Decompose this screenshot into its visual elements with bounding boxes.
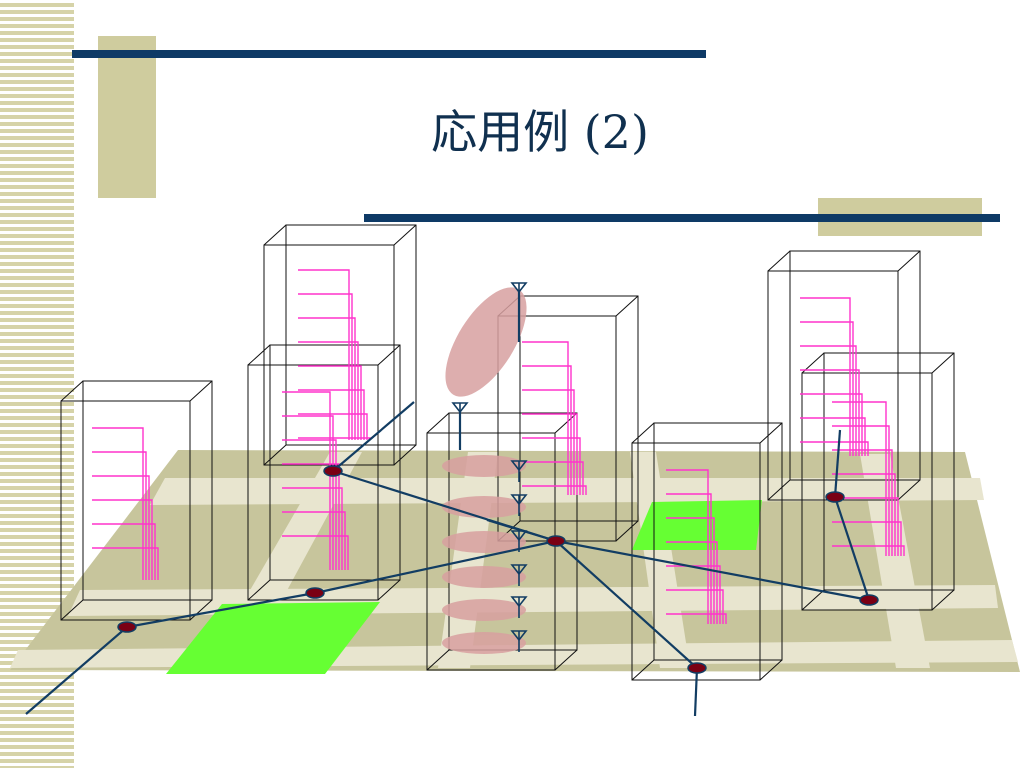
network-node xyxy=(305,587,325,599)
network-link xyxy=(332,401,415,472)
wiring-comb xyxy=(800,297,869,456)
building xyxy=(263,224,417,466)
antenna-icon xyxy=(451,402,469,424)
wiring-comb xyxy=(298,269,371,440)
network-link xyxy=(833,429,842,498)
antenna-icon xyxy=(510,630,528,652)
network-link xyxy=(555,540,698,669)
building xyxy=(801,352,955,611)
antenna-icon xyxy=(510,564,528,586)
park-area xyxy=(166,602,380,674)
coverage-ellipse xyxy=(442,455,526,477)
wiring-comb xyxy=(832,401,905,556)
antenna-icon xyxy=(510,596,528,618)
network-link xyxy=(314,539,557,595)
network-link xyxy=(126,591,316,629)
network-nodes xyxy=(117,465,879,674)
antennas xyxy=(451,282,528,652)
coverage-ellipse xyxy=(442,496,526,518)
radio-coverage xyxy=(442,287,527,654)
network-node xyxy=(546,535,566,547)
title-rule-bottom xyxy=(364,214,1000,222)
road xyxy=(860,454,930,668)
slide-title: 応用例 (2) xyxy=(431,105,649,159)
road xyxy=(150,478,984,505)
coverage-ellipse xyxy=(442,599,526,621)
wiring-comb xyxy=(282,391,349,570)
network-link xyxy=(25,626,128,715)
building xyxy=(247,344,401,601)
building xyxy=(631,422,783,681)
coverage-ellipse xyxy=(442,566,526,588)
network-node xyxy=(825,491,845,503)
wiring-comb xyxy=(522,341,587,495)
accent-block-left xyxy=(98,36,156,198)
title-rule-top xyxy=(72,50,706,58)
park-area xyxy=(632,500,762,550)
network-link xyxy=(693,667,699,717)
network-node xyxy=(117,621,137,633)
building-wiring xyxy=(92,269,905,624)
antenna-icon xyxy=(510,460,528,482)
antenna-icon xyxy=(510,282,528,304)
network-node xyxy=(687,662,707,674)
network-node xyxy=(323,465,343,477)
network-node xyxy=(859,594,879,606)
antenna-icon xyxy=(510,494,528,516)
wiring-comb xyxy=(92,427,159,580)
network-links xyxy=(25,290,871,717)
coverage-ellipse xyxy=(442,531,526,553)
network-link xyxy=(833,496,871,601)
coverage-ellipse xyxy=(442,632,526,654)
building xyxy=(60,380,213,621)
antenna-icon xyxy=(510,530,528,552)
coverage-ellipse xyxy=(445,287,527,397)
network-link xyxy=(555,539,870,602)
buildings xyxy=(60,224,955,681)
